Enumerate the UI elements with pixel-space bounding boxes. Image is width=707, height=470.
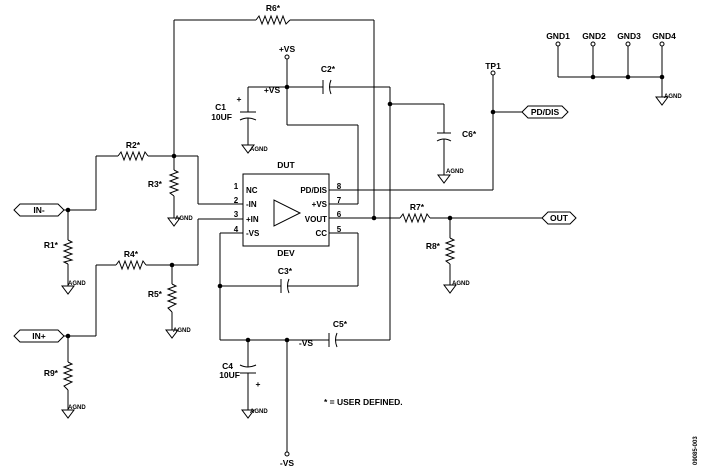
c5-label: C5* xyxy=(333,319,348,329)
resistor-r5 xyxy=(166,283,178,313)
dut-pin-3-num: 3 xyxy=(234,210,239,219)
dut-pin-6-name: VOUT xyxy=(305,215,327,224)
agnd-label-c1: AGND xyxy=(250,147,268,153)
agnd-label-c6: AGND xyxy=(446,169,464,175)
agnd-label-r1: AGND xyxy=(68,281,86,287)
c1-label: C1 xyxy=(215,102,226,112)
dut-pin-6-num: 6 xyxy=(337,210,342,219)
capacitor-c5 xyxy=(328,332,338,348)
c4-value: 10UF xyxy=(219,370,240,380)
r7-label: R7* xyxy=(410,202,425,212)
c2-label: C2* xyxy=(321,64,336,74)
capacitor-c6 xyxy=(436,132,452,142)
dut-pin-4-num: 4 xyxy=(234,225,239,234)
r9-label: R9* xyxy=(44,368,59,378)
gnd1-label: GND1 xyxy=(546,31,570,41)
supply-neg-bottom: -VS xyxy=(280,458,295,468)
port-in-minus-label: IN- xyxy=(33,205,45,215)
agnd-r1-ground-icon xyxy=(61,285,75,295)
dut-pin-1-name: NC xyxy=(246,186,258,195)
capacitor-c3 xyxy=(280,278,290,294)
dut-pin-2-num: 2 xyxy=(234,196,239,205)
supply-neg-rail: -VS xyxy=(299,338,314,348)
c3-label: C3* xyxy=(278,266,293,276)
r8-label: R8* xyxy=(426,241,441,251)
junction-dots xyxy=(65,74,665,343)
gnd4-label: GND4 xyxy=(652,31,676,41)
port-pd-dis-label: PD/DIS xyxy=(531,107,560,117)
resistor-r7 xyxy=(399,212,431,224)
resistor-r3 xyxy=(168,169,180,197)
resistor-r8 xyxy=(444,237,456,265)
c4-label: C4 xyxy=(222,361,233,371)
c1-value: 10UF xyxy=(211,112,232,122)
agnd-label-r9: AGND xyxy=(68,405,86,411)
dut-pin-5-num: 5 xyxy=(337,225,342,234)
resistor-r6 xyxy=(255,14,291,26)
c4-polarity-plus: + xyxy=(256,379,261,389)
resistor-r4 xyxy=(115,259,147,271)
dut-pin-2-name: -IN xyxy=(246,200,257,209)
agnd-label-r5: AGND xyxy=(173,328,191,334)
port-pd-dis[interactable]: PD/DIS xyxy=(521,105,569,119)
agnd-label-r8: AGND xyxy=(452,281,470,287)
dut-title: DUT xyxy=(277,160,295,170)
agnd-r9-ground-icon xyxy=(61,409,75,419)
terminal-points xyxy=(284,41,665,457)
port-out-label: OUT xyxy=(550,213,569,223)
capacitor-c4 xyxy=(239,364,257,374)
r5-label: R5* xyxy=(148,289,163,299)
dut-pin-1-num: 1 xyxy=(234,182,239,191)
r3-label: R3* xyxy=(148,179,163,189)
r2-label: R2* xyxy=(126,140,141,150)
dut-pin-7-num: 7 xyxy=(337,196,342,205)
capacitor-c2 xyxy=(322,79,332,95)
agnd-label-c4: AGND xyxy=(250,409,268,415)
wires xyxy=(67,19,663,452)
c1-polarity-plus: + xyxy=(237,94,242,104)
capacitor-c1 xyxy=(239,111,257,121)
dut-pin-4-name: -VS xyxy=(246,229,260,238)
agnd-c6-ground-icon xyxy=(437,174,451,184)
r4-label: R4* xyxy=(124,249,139,259)
supply-pos-top: +VS xyxy=(279,44,296,54)
port-in-plus-label: IN+ xyxy=(32,331,46,341)
dut-pin-3-name: +IN xyxy=(246,215,259,224)
dut-subtitle: DEV xyxy=(277,248,295,258)
resistor-r9 xyxy=(62,361,74,391)
user-defined-note: * = USER DEFINED. xyxy=(324,397,403,407)
port-in-minus[interactable]: IN- xyxy=(13,203,68,217)
resistor-r2 xyxy=(117,150,149,162)
port-in-plus[interactable]: IN+ xyxy=(13,329,68,343)
figure-id: 09085-003 xyxy=(693,436,699,465)
r6-label: R6* xyxy=(266,3,281,13)
gnd2-label: GND2 xyxy=(582,31,606,41)
dut-pin-8-name: PD/DIS xyxy=(300,186,327,195)
dut-pin-5-name: CC xyxy=(315,229,327,238)
port-out[interactable]: OUT xyxy=(541,211,577,225)
resistor-r1 xyxy=(62,239,74,265)
agnd-label-gnd-bus: AGND xyxy=(664,94,682,100)
dut-pin-8-num: 8 xyxy=(337,182,342,191)
dut-package xyxy=(242,173,330,247)
c6-label: C6* xyxy=(462,129,477,139)
r1-label: R1* xyxy=(44,240,59,250)
op-amp-symbol xyxy=(273,199,302,227)
gnd3-label: GND3 xyxy=(617,31,641,41)
supply-pos-c1: +VS xyxy=(264,85,281,95)
agnd-label-r3: AGND xyxy=(175,216,193,222)
dut-pin-7-name: +VS xyxy=(312,200,328,209)
tp1-label: TP1 xyxy=(485,61,501,71)
